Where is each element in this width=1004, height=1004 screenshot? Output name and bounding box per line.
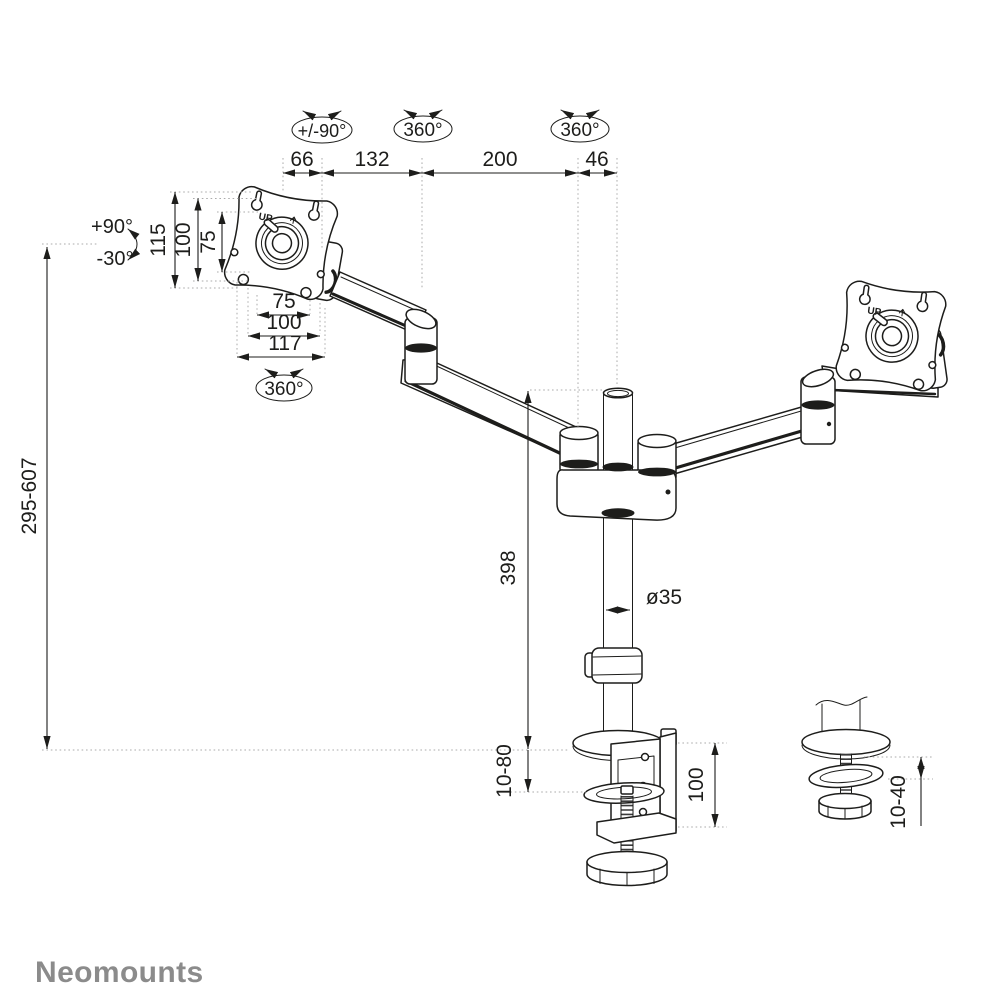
- grommet-mount-detail: [801, 696, 891, 820]
- rotation-indicator-vesa-rotate: 360°: [255, 368, 313, 402]
- keyhole-slot: [308, 200, 320, 221]
- up-label-left: UP: [258, 211, 274, 225]
- dim-10-80-label: 10-80: [493, 744, 516, 798]
- up-arrow-icon: [898, 308, 906, 317]
- right-vesa-plate: UP: [835, 280, 947, 392]
- dim-100v-label: 100: [172, 222, 195, 257]
- rotation-indicator-pole-joint: 360°: [550, 109, 610, 143]
- clamp-knob: [586, 850, 668, 887]
- dim-clamp-height: 100: [685, 743, 719, 827]
- rotation-indicator-mid-joint: 360°: [393, 109, 453, 143]
- desk-clamp: [572, 728, 677, 887]
- dim-100-clamp-label: 100: [685, 767, 708, 802]
- up-label-right: UP: [867, 306, 883, 319]
- grommet-ring-plate: [808, 763, 884, 789]
- pole-cable-clip: [584, 647, 643, 684]
- dim-pole-length: 398: [497, 391, 532, 749]
- left-vesa-plate: UP: [223, 185, 339, 301]
- keyhole-slot: [916, 291, 929, 313]
- dim-398-label: 398: [497, 550, 520, 585]
- pole: [602, 387, 634, 742]
- dim-200-label: 200: [482, 148, 517, 171]
- dim-top-chain: 66 132 200 46: [283, 148, 617, 177]
- dim-75h-label: 75: [272, 290, 295, 313]
- collar-left-joint-cap: [559, 425, 599, 441]
- dim-height-range-label: 295-607: [18, 457, 41, 534]
- pole-break-line: [815, 696, 868, 706]
- plate-slot: [263, 218, 279, 233]
- right-elbow-joint: [800, 368, 836, 445]
- dim-115-label: 115: [147, 223, 170, 256]
- dim-o35-label: ø35: [646, 586, 682, 609]
- dim-clamp-thickness: 10-80: [493, 744, 532, 798]
- dim-100h-label: 100: [266, 311, 301, 334]
- swivel-range-label: +/-90°: [298, 121, 347, 141]
- tilt-indicator: +90° -30°: [91, 216, 141, 270]
- rotation-360-label: 360°: [403, 120, 442, 141]
- dim-pole-diameter: ø35: [606, 586, 682, 614]
- left-elbow-joint: [404, 308, 438, 385]
- dim-75v-label: 75: [197, 230, 220, 253]
- tilt-down-label: -30°: [97, 248, 134, 270]
- collar-set-screw: [665, 489, 671, 495]
- collar-right-joint-cap: [637, 433, 677, 449]
- leader-lines: [42, 158, 933, 828]
- plate-slot: [872, 312, 888, 327]
- tilt-arc-icon: [127, 228, 141, 261]
- clamp-screw-nut: [620, 785, 634, 795]
- rotation-indicator-vesa-swivel: +/-90°: [291, 110, 353, 144]
- clamp-bottom-jaw: [596, 812, 677, 844]
- dim-vesa-vertical: 115 100 75: [147, 192, 226, 288]
- grommet-base-disc: [801, 728, 891, 756]
- dim-vesa-horizontal: 75 100 117: [237, 290, 325, 361]
- rotation-360-label: 360°: [264, 379, 303, 400]
- dim-132-label: 132: [354, 148, 389, 171]
- right-arm: [665, 403, 821, 475]
- dim-66-label: 66: [290, 148, 313, 171]
- tilt-up-label: +90°: [91, 216, 133, 238]
- keyhole-slot: [250, 190, 263, 211]
- dim-height-range: 295-607: [18, 247, 51, 749]
- up-arrow-icon: [289, 216, 297, 224]
- grommet-knob: [818, 792, 872, 820]
- dim-46-label: 46: [585, 148, 608, 171]
- rotation-360-label: 360°: [560, 120, 599, 141]
- brand-logo: Neomounts: [35, 956, 204, 989]
- keyhole-slot: [859, 284, 871, 306]
- dim-117-label: 117: [268, 332, 301, 355]
- dim-10-40-label: 10-40: [887, 775, 910, 829]
- dim-grommet-thickness: 10-40: [887, 757, 925, 829]
- pole-collar: [556, 425, 677, 521]
